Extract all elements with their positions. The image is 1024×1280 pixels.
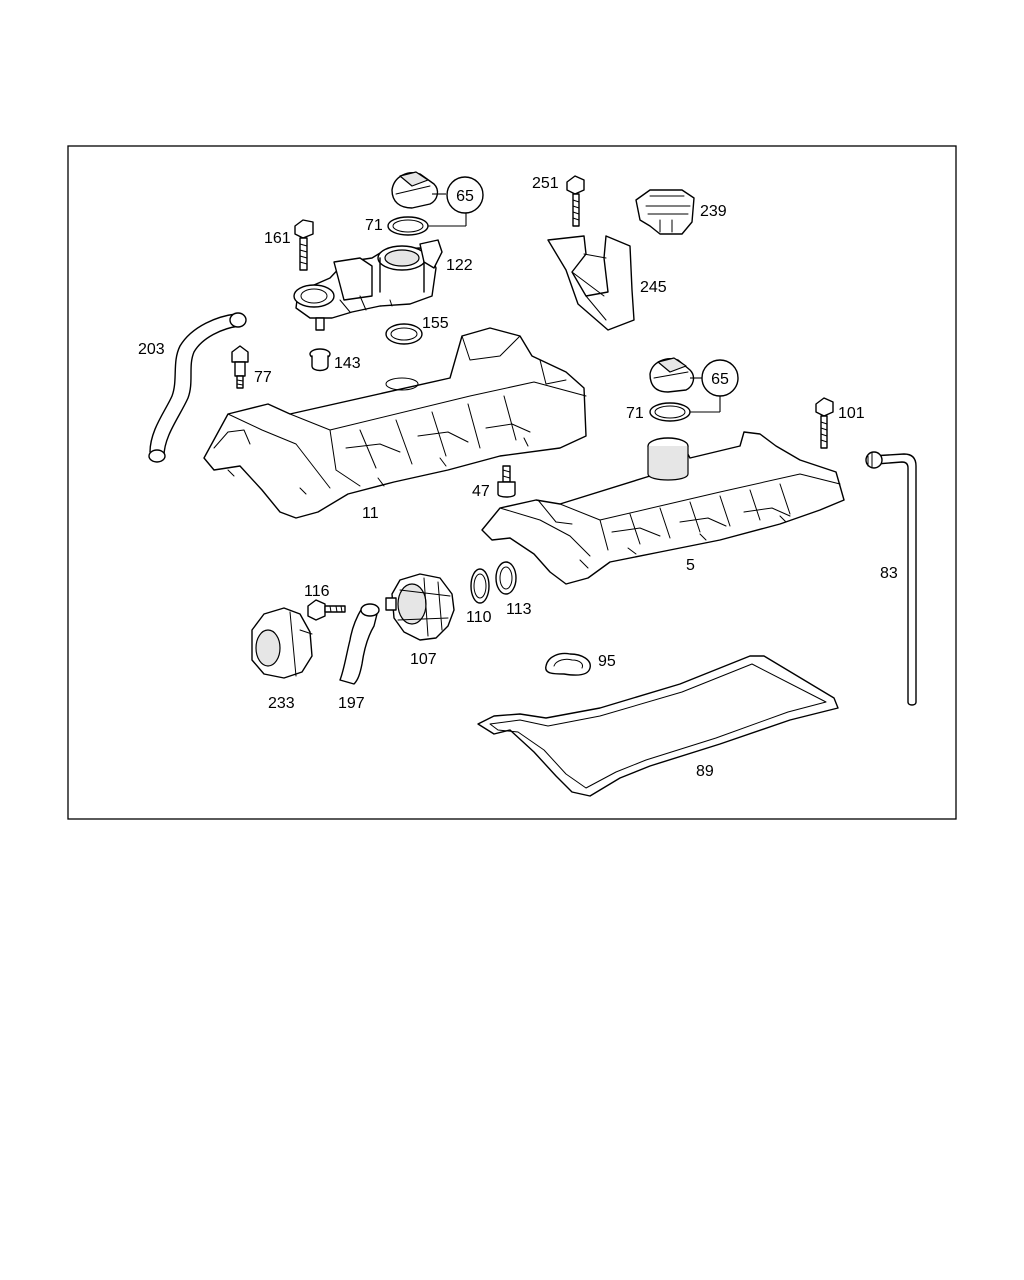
label-65-upper: 65 — [456, 188, 474, 205]
part-47-bolt — [497, 465, 516, 498]
part-239-connector — [635, 189, 695, 235]
part-233-cover — [251, 607, 313, 679]
label-122: 122 — [446, 257, 473, 274]
label-65-lower: 65 — [711, 371, 729, 388]
label-47: 47 — [472, 483, 490, 500]
label-251: 251 — [532, 175, 559, 192]
label-11: 11 — [362, 505, 379, 522]
label-83: 83 — [880, 565, 898, 582]
label-203: 203 — [138, 341, 165, 358]
part-77-bolt — [231, 345, 249, 389]
part-122-oil-separator — [293, 239, 443, 331]
label-113: 113 — [506, 601, 532, 618]
label-233: 233 — [268, 695, 295, 712]
part-83-breather-pipe — [865, 451, 917, 706]
part-245-bracket — [547, 235, 635, 331]
label-95: 95 — [598, 653, 616, 670]
part-113-seal — [495, 561, 517, 595]
label-5: 5 — [686, 557, 695, 574]
label-245: 245 — [640, 279, 667, 296]
callout-65-upper: 65 — [432, 176, 484, 214]
part-143-plug — [309, 348, 331, 372]
part-161-bolt — [294, 219, 314, 271]
part-5-cylinder-head-cover-right — [481, 431, 845, 585]
label-161: 161 — [264, 230, 291, 247]
label-107: 107 — [410, 651, 437, 668]
part-116-bolt — [307, 599, 346, 621]
part-203-hose — [148, 312, 247, 463]
callout-65-lower: 65 — [690, 359, 739, 397]
part-110-oring — [470, 568, 490, 604]
label-110: 110 — [466, 609, 492, 626]
label-239: 239 — [700, 203, 727, 220]
label-116: 116 — [304, 583, 330, 600]
label-101: 101 — [838, 405, 865, 422]
part-65-oil-cap-lower — [649, 357, 695, 393]
label-77: 77 — [254, 369, 272, 386]
part-89-gasket — [477, 655, 839, 797]
part-155-oring — [385, 323, 423, 345]
label-89: 89 — [696, 763, 714, 780]
label-155: 155 — [422, 315, 449, 332]
part-197-hose — [339, 603, 380, 685]
part-11-cylinder-head-cover-left — [203, 327, 587, 519]
part-95-gasket — [545, 652, 591, 676]
part-107-valve — [385, 573, 455, 641]
diagram-frame — [67, 145, 957, 820]
part-101-bolt — [815, 397, 834, 449]
label-197: 197 — [338, 695, 365, 712]
label-71-lower: 71 — [626, 405, 644, 422]
part-251-bolt — [566, 175, 585, 227]
label-143: 143 — [334, 355, 361, 372]
part-71-seal-lower — [649, 396, 721, 422]
part-65-oil-cap-upper — [391, 171, 439, 209]
part-71-seal-upper — [387, 213, 467, 236]
label-71-upper: 71 — [365, 217, 383, 234]
